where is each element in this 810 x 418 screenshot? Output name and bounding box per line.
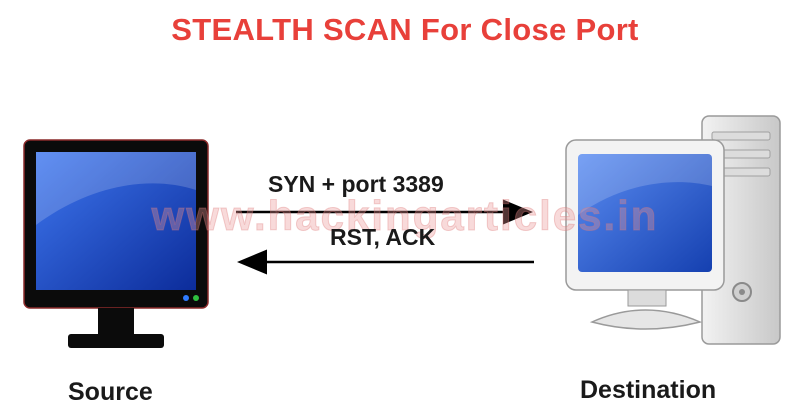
desktop-computer-icon xyxy=(565,115,781,345)
monitor-icon xyxy=(23,139,209,348)
diagram-title: STEALTH SCAN For Close Port xyxy=(171,12,639,47)
rst-ack-message-label: RST, ACK xyxy=(330,224,436,250)
syn-message-label: SYN + port 3389 xyxy=(268,171,444,197)
destination-label: Destination xyxy=(580,376,717,404)
source-label: Source xyxy=(68,378,153,406)
